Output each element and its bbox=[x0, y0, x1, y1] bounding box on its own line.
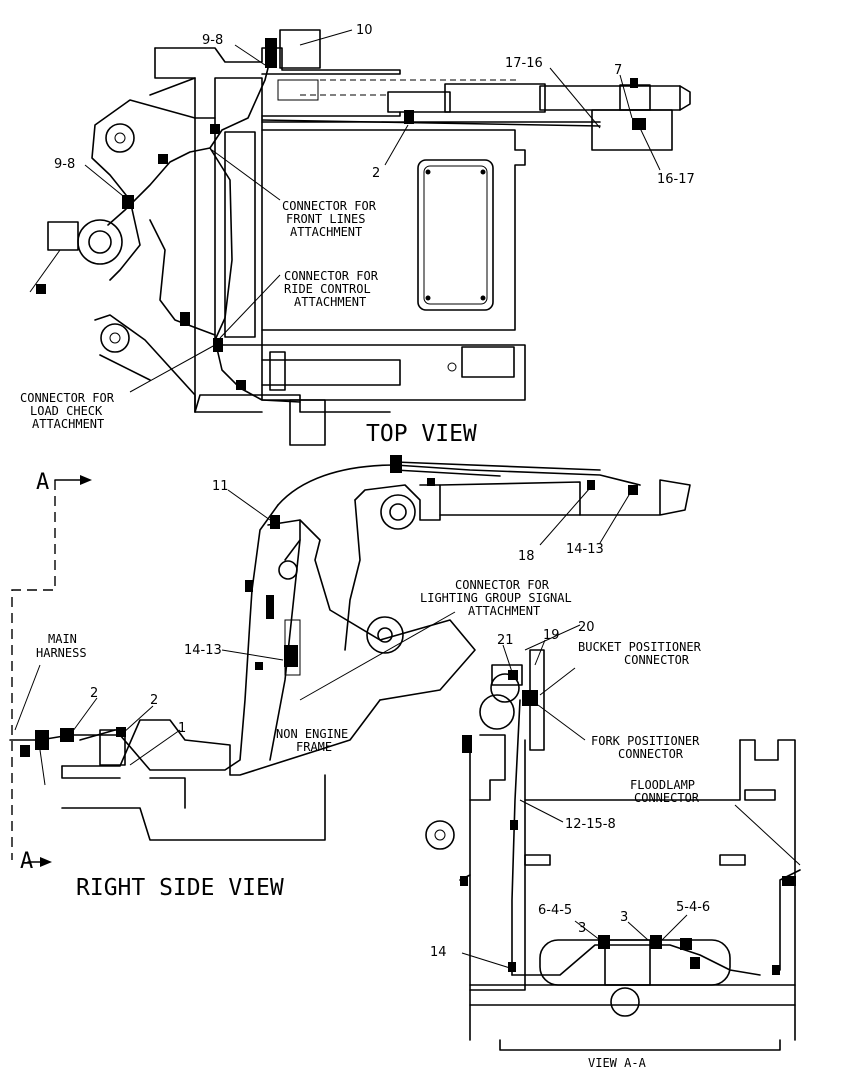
callout-14-13-upper: 14-13 bbox=[566, 542, 604, 557]
right-side-view-title: RIGHT SIDE VIEW bbox=[76, 875, 284, 901]
note-front-lines-line1: CONNECTOR FOR bbox=[282, 199, 377, 213]
note-non-engine-frame-line1: NON ENGINE bbox=[276, 727, 348, 741]
callout-3-a: 3 bbox=[578, 921, 586, 936]
note-front-lines-line2: FRONT LINES bbox=[286, 212, 365, 226]
callout-12-15-8: 12-15-8 bbox=[565, 817, 616, 832]
note-main-harness-line1: MAIN bbox=[48, 632, 77, 646]
note-ride-control-line2: RIDE CONTROL bbox=[284, 282, 371, 296]
callout-10: 10 bbox=[356, 23, 373, 38]
right-side-view bbox=[9, 455, 691, 867]
callout-17-16: 17-16 bbox=[505, 56, 543, 71]
callout-9-8-left: 9-8 bbox=[54, 157, 75, 172]
callout-14-bottom: 14 bbox=[430, 945, 447, 960]
note-ride-control-line3: ATTACHMENT bbox=[294, 295, 366, 309]
callout-7: 7 bbox=[614, 63, 622, 78]
callout-numbers: 9-8 10 17-16 7 16-17 2 9-8 11 18 14-13 1… bbox=[54, 23, 710, 960]
callout-6-4-5: 6-4-5 bbox=[538, 903, 572, 918]
top-view-title: TOP VIEW bbox=[366, 421, 477, 447]
note-lighting-group-line1: CONNECTOR FOR bbox=[455, 578, 550, 592]
callout-11: 11 bbox=[212, 479, 229, 494]
view-aa-title: VIEW A-A bbox=[588, 1056, 647, 1070]
view-titles: TOP VIEW RIGHT SIDE VIEW VIEW A-A A A bbox=[20, 421, 647, 1070]
note-ride-control-line1: CONNECTOR FOR bbox=[284, 269, 379, 283]
note-lighting-group-line2: LIGHTING GROUP SIGNAL bbox=[420, 591, 572, 605]
section-mark-bottom: A bbox=[20, 849, 33, 874]
note-bucket-positioner-line2: CONNECTOR bbox=[624, 653, 690, 667]
note-lighting-group-line3: ATTACHMENT bbox=[468, 604, 540, 618]
top-view bbox=[29, 29, 691, 446]
note-load-check-line2: LOAD CHECK bbox=[30, 404, 103, 418]
note-load-check-line1: CONNECTOR FOR bbox=[20, 391, 115, 405]
note-fork-positioner-line1: FORK POSITIONER bbox=[591, 734, 700, 748]
callout-20: 20 bbox=[578, 620, 595, 635]
callout-16-17: 16-17 bbox=[657, 172, 695, 187]
callout-21: 21 bbox=[497, 633, 514, 648]
note-fork-positioner-line2: CONNECTOR bbox=[618, 747, 684, 761]
callout-2-top: 2 bbox=[372, 166, 380, 181]
callout-2-a: 2 bbox=[90, 686, 98, 701]
callout-3-b: 3 bbox=[620, 910, 628, 925]
leader-lines bbox=[14, 29, 801, 969]
section-mark-top: A bbox=[36, 470, 49, 495]
callout-5-4-6: 5-4-6 bbox=[676, 900, 710, 915]
callout-1: 1 bbox=[178, 721, 186, 736]
connector-notes: CONNECTOR FOR FRONT LINES ATTACHMENT CON… bbox=[20, 199, 702, 805]
callout-18: 18 bbox=[518, 549, 535, 564]
callout-14-13-mid: 14-13 bbox=[184, 643, 222, 658]
callout-19: 19 bbox=[543, 628, 560, 643]
note-floodlamp-line2: CONNECTOR bbox=[634, 791, 700, 805]
note-front-lines-line3: ATTACHMENT bbox=[290, 225, 362, 239]
callout-9-8-top: 9-8 bbox=[202, 33, 223, 48]
note-non-engine-frame-line2: FRAME bbox=[296, 740, 332, 754]
note-load-check-line3: ATTACHMENT bbox=[32, 417, 104, 431]
note-bucket-positioner-line1: BUCKET POSITIONER bbox=[578, 640, 702, 654]
note-floodlamp-line1: FLOODLAMP bbox=[630, 778, 695, 792]
view-a-a bbox=[425, 649, 801, 1051]
note-main-harness-line2: HARNESS bbox=[36, 646, 87, 660]
callout-2-b: 2 bbox=[150, 693, 158, 708]
